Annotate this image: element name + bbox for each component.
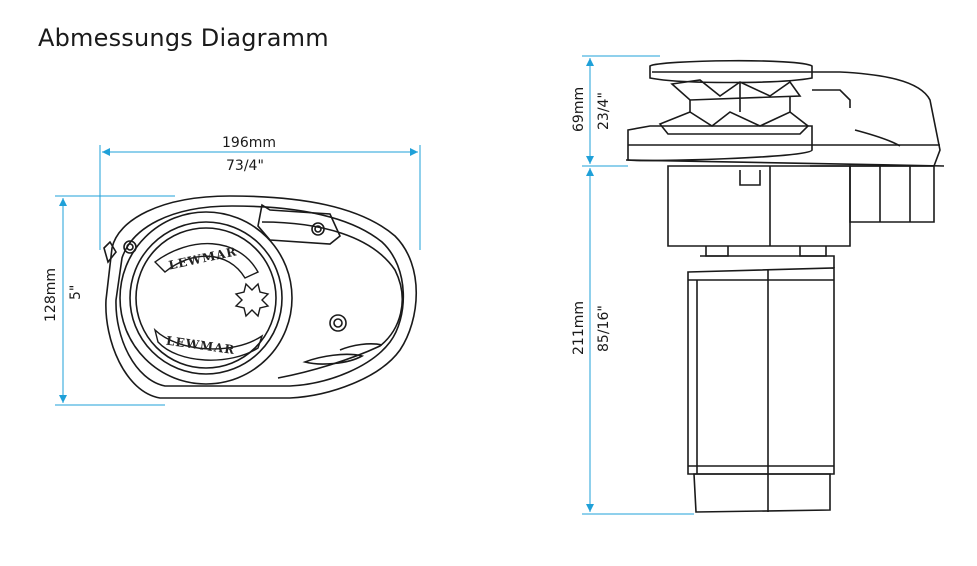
upper-mm-label: 69mm — [571, 87, 587, 132]
upper-in-label: 23/4" — [596, 92, 612, 130]
left-tab — [103, 240, 117, 264]
cap-outer — [119, 211, 293, 385]
lower-mm-label: 211mm — [571, 301, 587, 355]
gearbox — [667, 165, 851, 247]
upper-height-dimension — [582, 55, 660, 167]
width-mm-label: 196mm — [222, 135, 276, 151]
bolt-icon — [329, 314, 347, 332]
side-view-windlass — [625, 59, 945, 513]
bolt-icon — [123, 240, 137, 254]
lower-in-label: 85/16" — [596, 305, 612, 352]
height-mm-label: 128mm — [43, 268, 59, 322]
housing-inner-rim — [115, 205, 405, 387]
width-in-label: 73/4" — [226, 158, 264, 174]
deck-plate — [627, 125, 813, 162]
diagram-title: Abmessungs Diagramm — [38, 24, 329, 52]
cap-inner — [129, 221, 283, 375]
motor-end-cap — [693, 473, 831, 513]
lower-height-dimension — [582, 168, 694, 515]
gypsy-upper — [670, 79, 802, 101]
top-height-dimension — [55, 195, 175, 406]
height-in-label: 5" — [68, 285, 84, 300]
housing-outline — [105, 195, 418, 399]
motor-body — [687, 267, 835, 475]
gypsy-lower — [658, 111, 810, 135]
top-width-dimension — [99, 145, 421, 250]
logo-plate-top: LEWMAR — [153, 243, 259, 279]
bolt-icon — [311, 222, 325, 236]
housing-side — [810, 71, 941, 167]
star-socket-icon — [234, 282, 270, 318]
top-view-windlass — [103, 195, 418, 399]
chain-slot — [302, 353, 365, 365]
gearbox-side-block — [849, 165, 935, 223]
top-bracket — [257, 203, 341, 245]
cap-face — [135, 227, 277, 369]
